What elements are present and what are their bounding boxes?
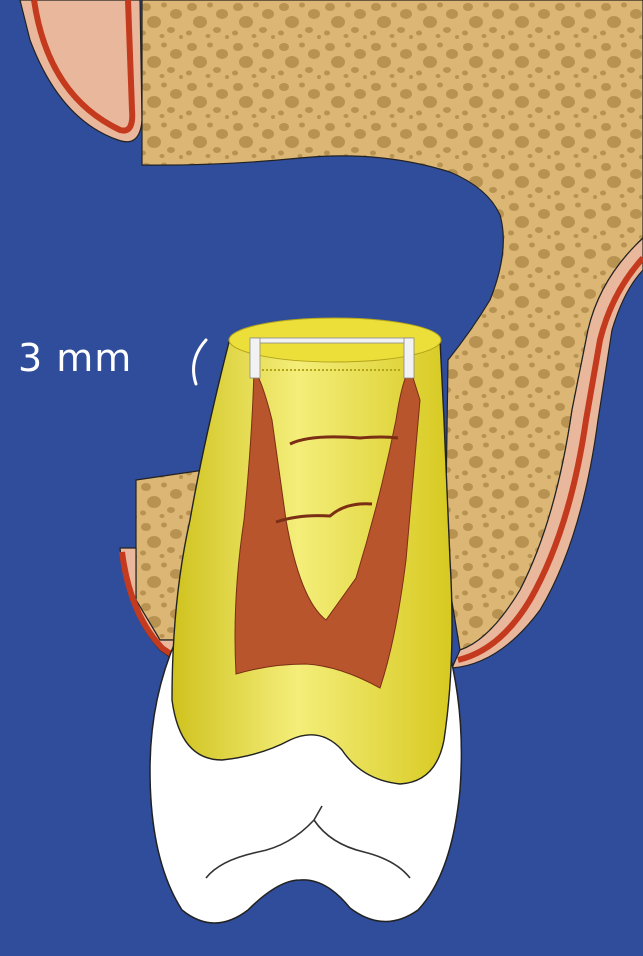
measurement-label: 3 mm — [18, 336, 132, 380]
